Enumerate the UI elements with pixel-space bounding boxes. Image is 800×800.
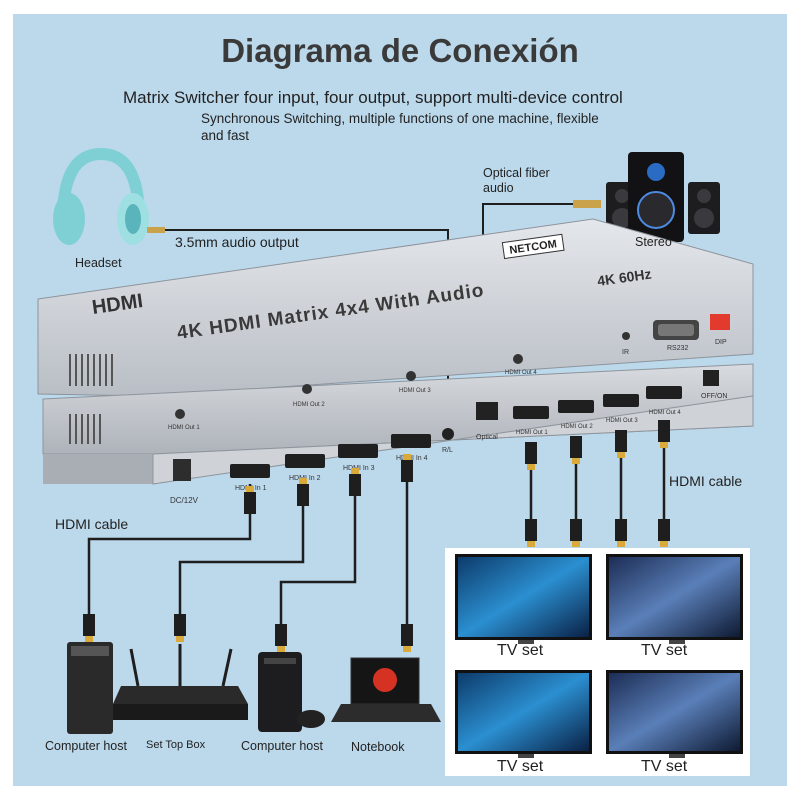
rl-label: R/L [442, 447, 453, 454]
tv-label-2: TV set [641, 642, 687, 660]
rear-out-3: HDMI Out 3 [606, 418, 638, 424]
headset-icon [53, 154, 165, 245]
audio-jack-port [442, 428, 454, 440]
tv-label-3: TV set [497, 758, 543, 776]
tv-set-1 [455, 554, 592, 644]
computer-host-icon [67, 642, 113, 734]
ir-label: IR [622, 349, 629, 356]
hdmi-cables-outputs [531, 424, 664, 539]
audio-output-label: 3.5mm audio output [175, 234, 299, 250]
optical-fiber-label: Optical fiber audio [483, 166, 573, 196]
game-console-host-icon [258, 652, 325, 732]
tv-label-1: TV set [497, 642, 543, 660]
rear-out-1: HDMI Out 1 [516, 430, 548, 436]
connection-diagram: Diagrama de Conexión Matrix Switcher fou… [13, 14, 787, 786]
power-switch [703, 370, 719, 386]
optical-port [476, 402, 498, 420]
source-label-4: Notebook [351, 740, 405, 754]
headset-label: Headset [75, 256, 122, 270]
source-label-1: Computer host [45, 739, 127, 753]
tv-set-2 [606, 554, 743, 644]
front-out-2: HDMI Out 2 [293, 402, 325, 408]
front-out-1: HDMI Out 1 [168, 425, 200, 431]
source-label-3: Computer host [241, 739, 323, 753]
diagram-canvas: HDMI 4K HDMI Matrix 4x4 With Audio NETCO… [13, 14, 787, 786]
notebook-icon [331, 658, 441, 722]
rear-out-2: HDMI Out 2 [561, 424, 593, 430]
source-label-2: Set Top Box [146, 739, 205, 751]
tv-label-4: TV set [641, 758, 687, 776]
front-out-3: HDMI Out 3 [399, 388, 431, 394]
dc-power-port [173, 459, 191, 481]
rs232-port [653, 320, 699, 340]
power-label: OFF/ON [701, 393, 727, 400]
dip-switch [710, 314, 730, 330]
hdmi-cable-right-label: HDMI cable [669, 473, 742, 489]
set-top-box-icon [113, 644, 248, 720]
tv-set-4 [606, 670, 743, 758]
front-out-4: HDMI Out 4 [505, 370, 537, 376]
dc-label: DC/12V [170, 496, 199, 505]
ir-sensor-icon [622, 332, 630, 340]
hdmi-cable-left-label: HDMI cable [55, 516, 128, 532]
rs232-label: RS232 [667, 345, 689, 352]
dip-label: DIP [715, 339, 727, 346]
rear-out-4: HDMI Out 4 [649, 410, 681, 416]
stereo-label: Stereo [635, 235, 672, 249]
tv-set-3 [455, 670, 592, 758]
optical-label: Optical [476, 434, 498, 441]
